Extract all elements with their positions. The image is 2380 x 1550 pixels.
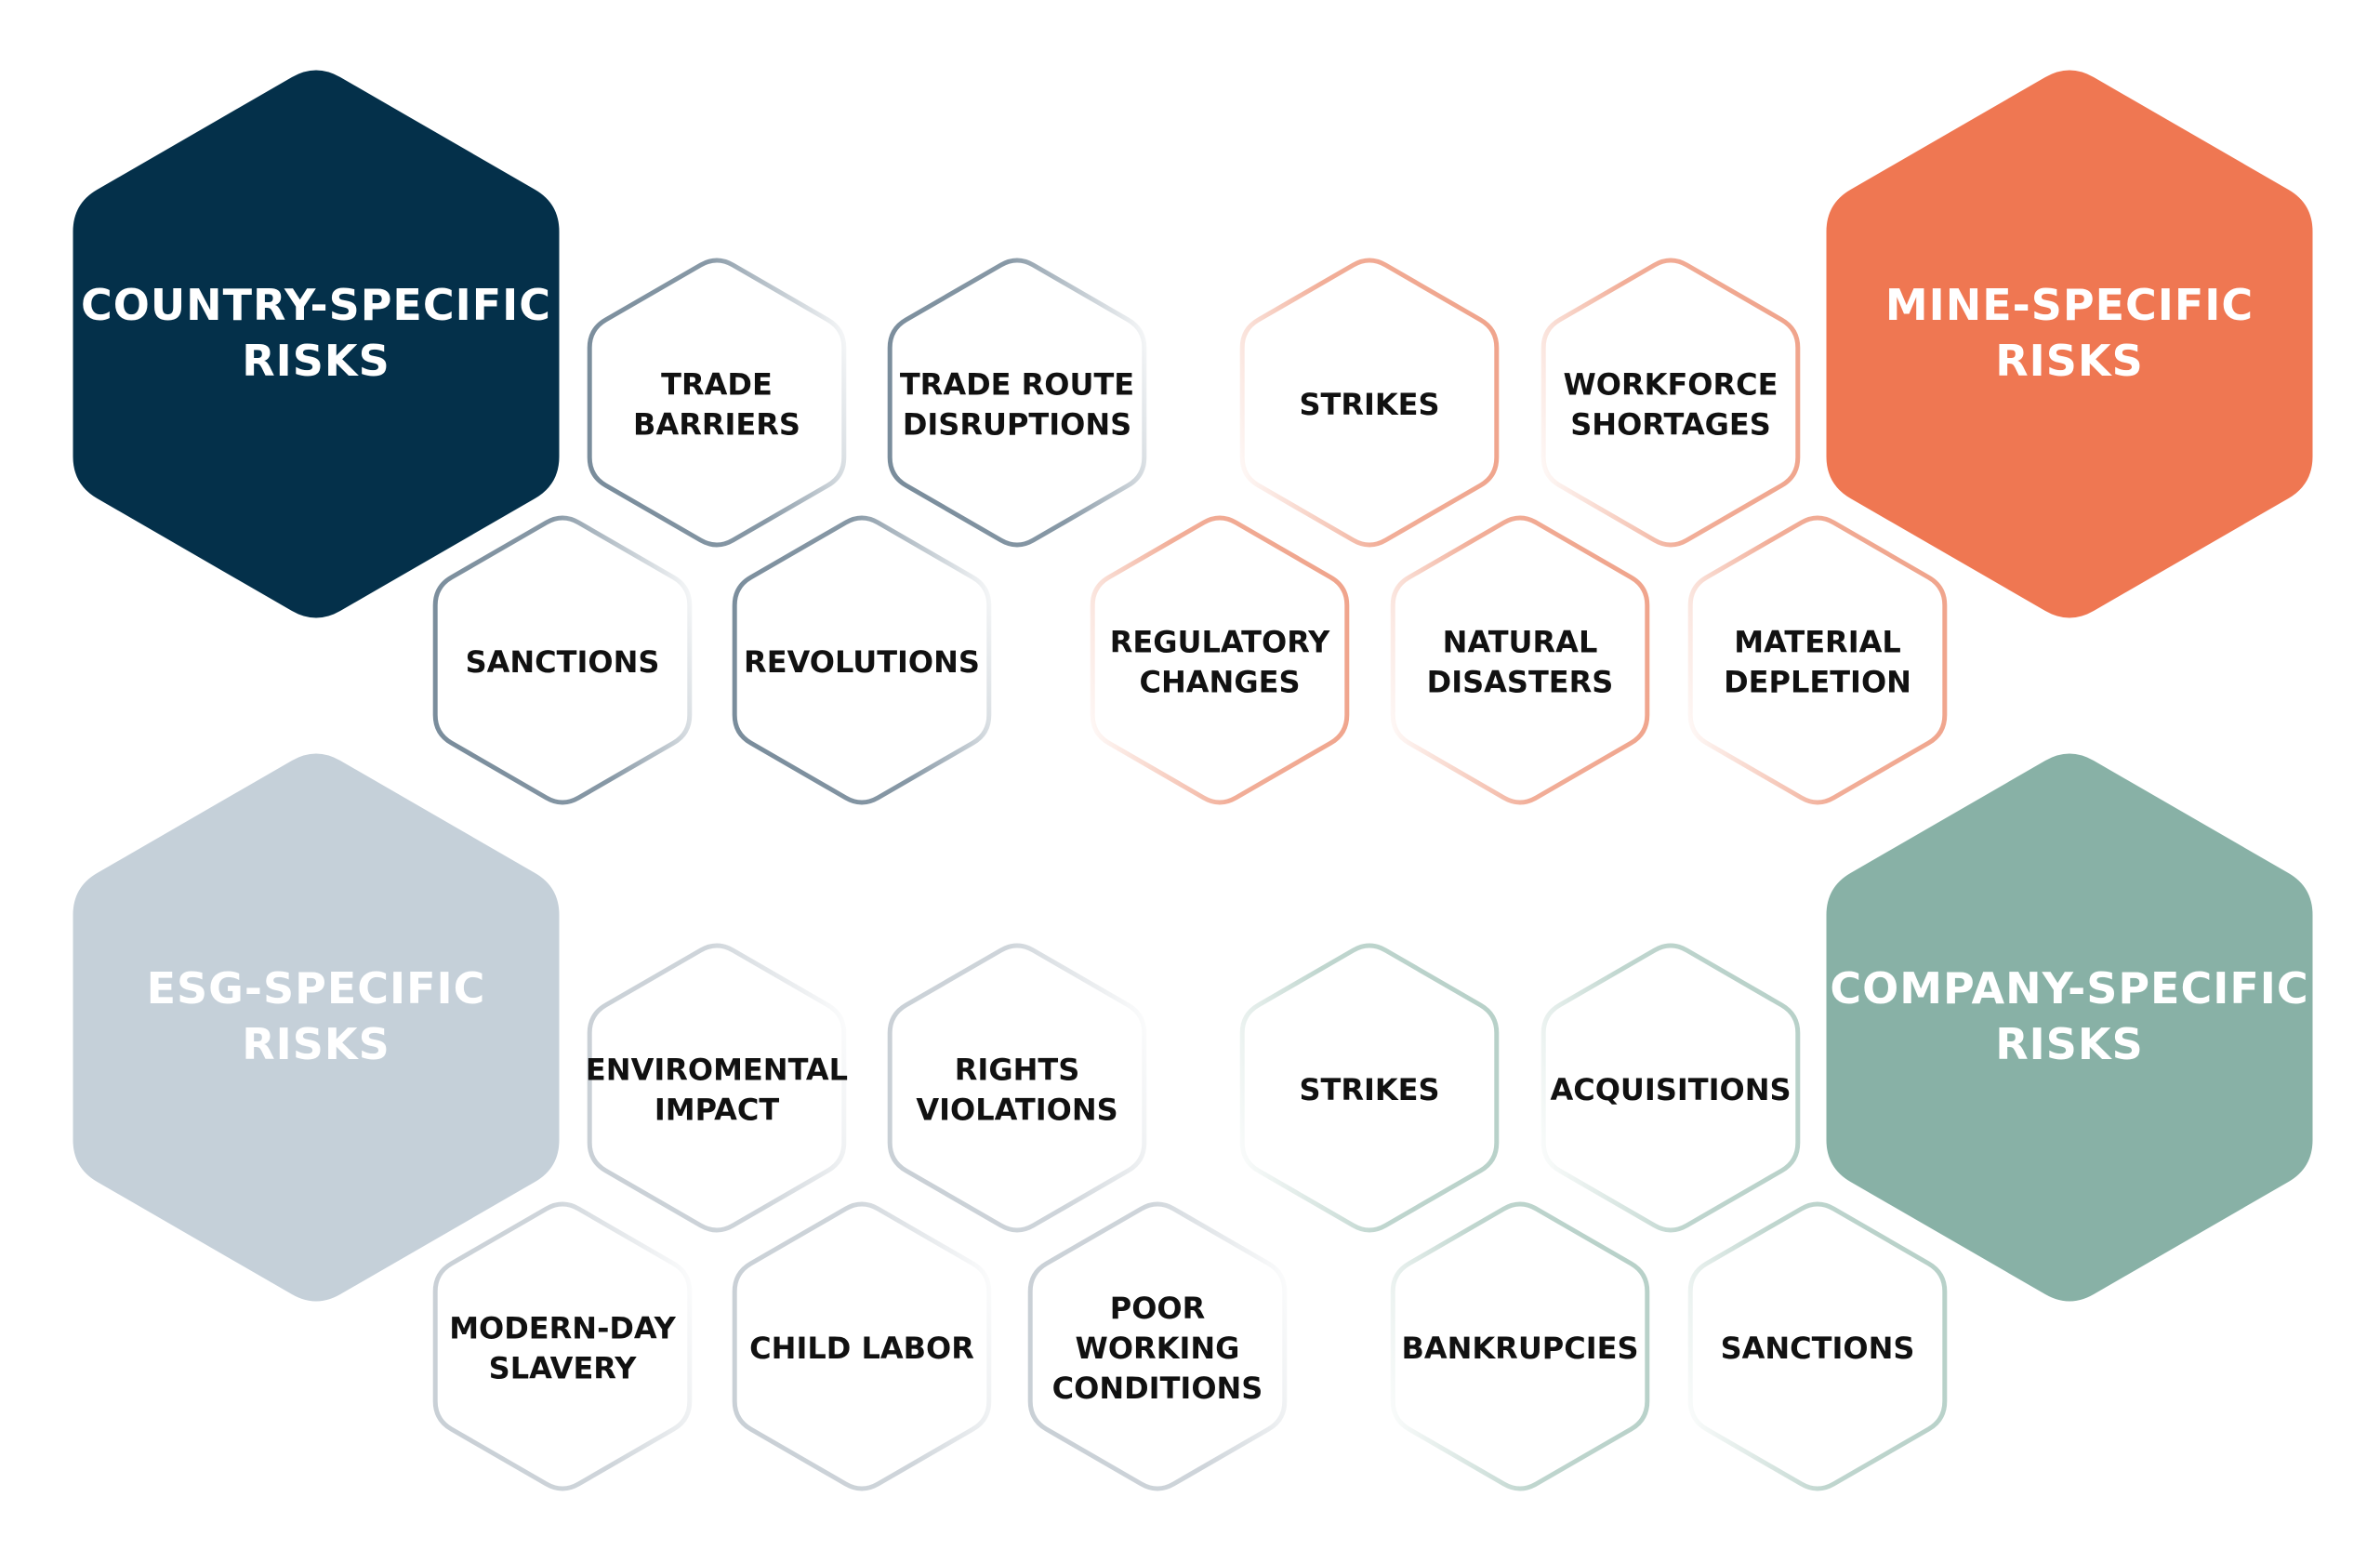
- esg-risk-label-line-2: IMPACT: [654, 1093, 780, 1128]
- esg-risk-label-line-1: MODERN-DAY: [449, 1311, 676, 1346]
- esg-risk-category: ESG-SPECIFIC RISKS: [73, 753, 560, 1302]
- esg-risk-item: MODERN-DAY SLAVERY: [432, 1201, 693, 1491]
- country-risk-item: TRADE ROUTE DISRUPTIONS: [887, 258, 1147, 548]
- company-risk-hexagon: [1390, 1201, 1650, 1491]
- mine-risk-hexagon: [1390, 515, 1650, 805]
- esg-risk-label-line-1: CHILD LABOR: [749, 1331, 974, 1366]
- company-category-hexagon: [1826, 753, 2313, 1302]
- esg-category-hexagon: [73, 753, 560, 1302]
- country-risk-hexagon: [732, 515, 992, 805]
- company-risk-hexagon: [1540, 943, 1801, 1233]
- mine-risk-item: STRIKES: [1239, 258, 1500, 548]
- esg-risk-hexagon: [887, 943, 1147, 1233]
- risk-hexagons: TRADE BARRIERS TRADE ROUTE DISRUPTIONS SANCT…: [432, 258, 1948, 1491]
- mine-risk-label-line-2: DISASTERS: [1427, 665, 1614, 700]
- country-risk-hexagon: [887, 258, 1147, 548]
- mine-risk-hexagon: [1540, 258, 1801, 548]
- company-risk-item: ACQUISITIONS: [1540, 943, 1801, 1233]
- category-hexagons: COUNTRY-SPECIFICRISKSMINE-SPECIFICRISKSE…: [73, 70, 2313, 1302]
- company-risk-item: SANCTIONS: [1687, 1201, 1948, 1491]
- country-risk-category: COUNTRY-SPECIFIC RISKS: [73, 70, 560, 618]
- esg-risk-label-line-2: SLAVERY: [489, 1351, 638, 1386]
- esg-risk-item: RIGHTS VIOLATIONS: [887, 943, 1147, 1233]
- country-risk-label-line-1: TRADE ROUTE: [900, 367, 1134, 403]
- esg-risk-hexagon: [432, 1201, 693, 1491]
- country-category-label-line-1: COUNTRY-SPECIFIC: [81, 280, 551, 330]
- esg-risk-hexagon: [732, 1201, 992, 1491]
- country-risk-label-line-2: DISRUPTIONS: [903, 407, 1131, 443]
- country-risk-label-line-2: BARRIERS: [633, 407, 800, 443]
- company-risk-hexagon: [1239, 943, 1500, 1233]
- esg-risk-label-line-2: VIOLATIONS: [916, 1093, 1117, 1128]
- esg-category-label-line-1: ESG-SPECIFIC: [147, 963, 486, 1013]
- mine-risk-hexagon: [1239, 258, 1500, 548]
- company-risk-hexagon: [1687, 1201, 1948, 1491]
- mine-risk-item: NATURAL DISASTERS: [1390, 515, 1650, 805]
- mine-category-label-line-1: MINE-SPECIFIC: [1885, 280, 2254, 330]
- company-risk-label-line-1: ACQUISITIONS: [1550, 1072, 1791, 1107]
- mine-risk-label-line-2: DEPLETION: [1724, 665, 1911, 700]
- mine-risk-item: WORKFORCE SHORTAGES: [1540, 258, 1801, 548]
- country-risk-item: SANCTIONS: [432, 515, 693, 805]
- mine-risk-label-line-1: NATURAL: [1443, 625, 1598, 660]
- mine-risk-label-line-1: STRIKES: [1299, 387, 1439, 422]
- mine-risk-label-line-1: MATERIAL: [1734, 625, 1901, 660]
- country-risk-item: TRADE BARRIERS: [587, 258, 847, 548]
- country-risk-label-line-1: SANCTIONS: [466, 644, 660, 680]
- esg-risk-item: CHILD LABOR: [732, 1201, 992, 1491]
- mine-risk-label-line-1: WORKFORCE: [1564, 367, 1778, 403]
- company-risk-category: COMPANY-SPECIFIC RISKS: [1826, 753, 2313, 1302]
- country-risk-hexagon: [587, 258, 847, 548]
- esg-risk-item: POOR WORKING CONDITIONS: [1027, 1201, 1288, 1491]
- company-risk-item: STRIKES: [1239, 943, 1500, 1233]
- esg-category-label-line-2: RISKS: [242, 1019, 390, 1069]
- esg-risk-item: ENVIROMENTAL IMPACT: [586, 943, 848, 1233]
- mine-risk-category: MINE-SPECIFIC RISKS: [1826, 70, 2313, 618]
- company-risk-label-line-1: BANKRUPCIES: [1401, 1331, 1638, 1366]
- company-risk-label-line-1: STRIKES: [1299, 1072, 1439, 1107]
- mine-risk-hexagon: [1687, 515, 1948, 805]
- country-risk-label-line-1: TRADE: [661, 367, 773, 403]
- mine-risk-item: MATERIAL DEPLETION: [1687, 515, 1948, 805]
- esg-risk-label-line-3: CONDITIONS: [1052, 1371, 1263, 1406]
- company-category-label-line-2: RISKS: [1995, 1019, 2143, 1069]
- mine-risk-label-line-1: REGULATORY: [1110, 625, 1330, 660]
- esg-risk-label-line-1: RIGHTS: [955, 1053, 1079, 1088]
- esg-risk-label-line-1: ENVIROMENTAL: [586, 1053, 848, 1088]
- country-risk-label-line-1: REVOLUTIONS: [744, 644, 980, 680]
- country-category-label-line-2: RISKS: [242, 336, 390, 386]
- mine-risk-hexagon: [1090, 515, 1350, 805]
- company-risk-item: BANKRUPCIES: [1390, 1201, 1650, 1491]
- company-risk-label-line-1: SANCTIONS: [1721, 1331, 1915, 1366]
- mine-risk-item: REGULATORY CHANGES: [1090, 515, 1350, 805]
- esg-risk-hexagon: [1027, 1201, 1288, 1491]
- mine-category-hexagon: [1826, 70, 2313, 618]
- mine-risk-label-line-2: SHORTAGES: [1570, 407, 1771, 443]
- country-category-hexagon: [73, 70, 560, 618]
- esg-risk-label-line-1: POOR: [1110, 1291, 1206, 1326]
- mine-category-label-line-2: RISKS: [1995, 336, 2143, 386]
- country-risk-item: REVOLUTIONS: [732, 515, 992, 805]
- esg-risk-label-line-2: WORKING: [1076, 1331, 1240, 1366]
- esg-risk-hexagon: [587, 943, 847, 1233]
- company-category-label-line-1: COMPANY-SPECIFIC: [1830, 963, 2308, 1013]
- mine-risk-label-line-2: CHANGES: [1140, 665, 1301, 700]
- country-risk-hexagon: [432, 515, 693, 805]
